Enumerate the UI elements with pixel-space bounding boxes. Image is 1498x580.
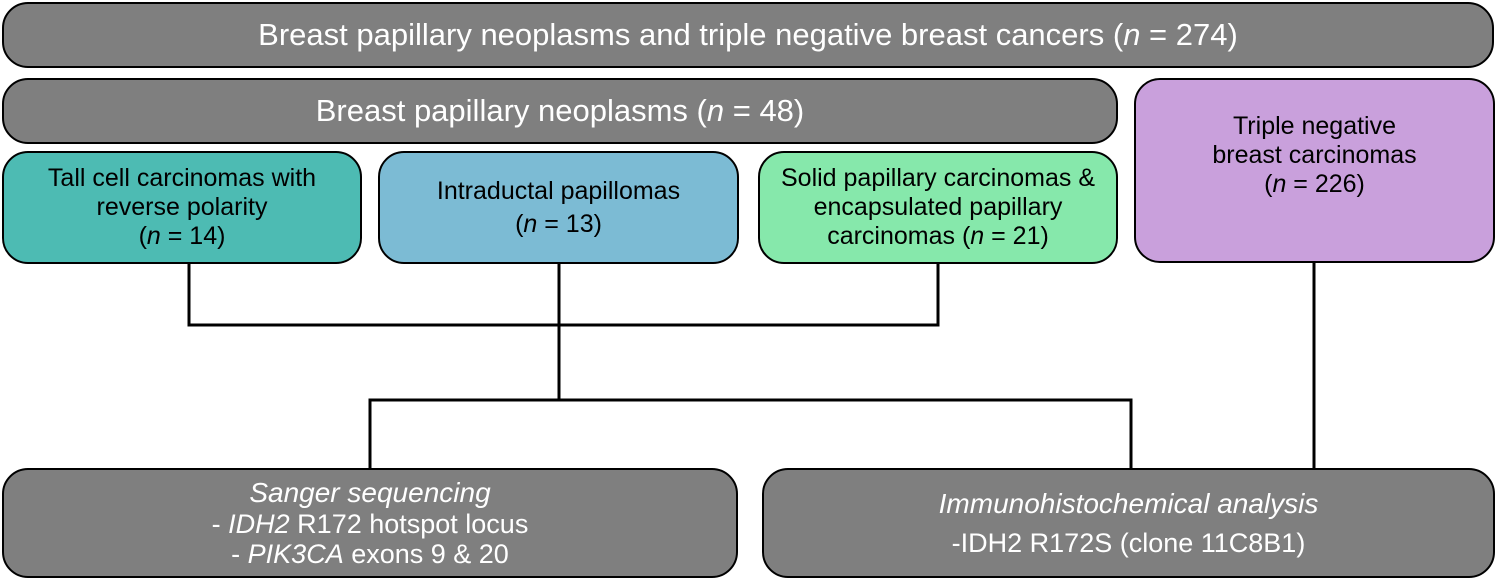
tall-cell-count: (n = 14) [138,222,226,250]
papillary-neoplasms-label: Breast papillary neoplasms (n = 48) [315,93,805,128]
solid-papillary-carcinoma-box: Solid papillary carcinomas & encapsulate… [758,151,1118,264]
solid-count: carcinomas (n = 21) [827,222,1049,250]
intraductal-count: (n = 13) [515,209,602,238]
immunohistochemical-analysis-box: Immunohistochemical analysis -IDH2 R172S… [762,468,1495,578]
solid-line2: encapsulated papillary [813,193,1063,221]
papillary-neoplasms-box: Breast papillary neoplasms (n = 48) [2,78,1118,144]
tall-cell-line2: reverse polarity [96,193,268,221]
sanger-item-idh2: - IDH2 R172 hotspot locus [211,509,529,539]
ihc-item: -IDH2 R172S (clone 11C8B1) [951,528,1306,558]
sanger-sequencing-box: Sanger sequencing - IDH2 R172 hotspot lo… [2,468,738,578]
tnbc-count: (n = 226) [1264,170,1365,198]
tnbc-line2: breast carcinomas [1212,141,1417,169]
tall-cell-carcinoma-box: Tall cell carcinomas with reverse polari… [2,151,362,264]
top-cohort-box: Breast papillary neoplasms and triple ne… [2,2,1494,68]
ihc-title: Immunohistochemical analysis [938,488,1319,519]
sanger-item-pik3ca: - PIK3CA exons 9 & 20 [231,539,509,569]
intraductal-papilloma-box: Intraductal papillomas (n = 13) [378,151,739,264]
tnbc-line1: Triple negative [1232,112,1397,140]
intraductal-line1: Intraductal papillomas [436,176,681,205]
top-cohort-label: Breast papillary neoplasms and triple ne… [258,17,1238,52]
sanger-title: Sanger sequencing [249,477,491,508]
triple-negative-carcinoma-box: Triple negative breast carcinomas (n = 2… [1134,78,1495,263]
solid-line1: Solid papillary carcinomas & [780,164,1096,192]
tall-cell-line1: Tall cell carcinomas with [47,164,317,192]
